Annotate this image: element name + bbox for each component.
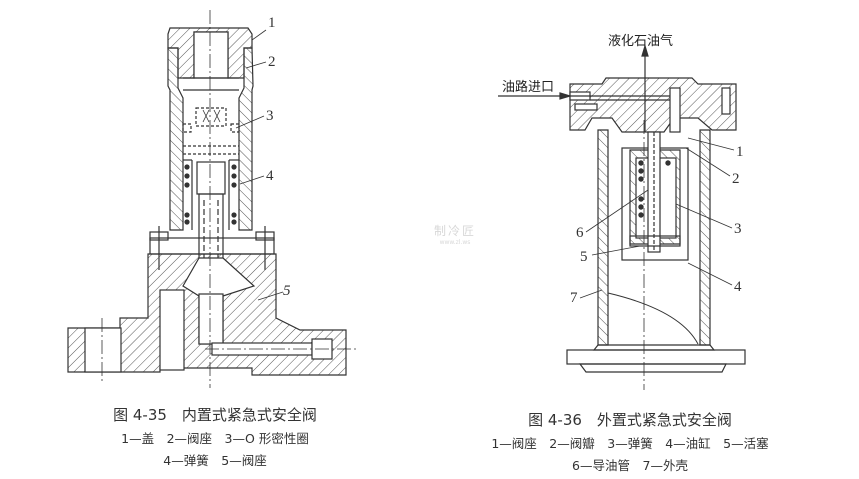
part-label-2: 2 [268,54,276,70]
outer-shell [597,129,609,346]
watermark-url: www.zl.ws [439,239,471,246]
spring [638,160,671,218]
piston [629,235,681,247]
spring [184,164,237,225]
figure-caption-left: 图 4-35 内置式紧急式安全阀 1—盖 2—阀座 3—O 形密性圈 4—弹簧 … [60,404,370,469]
part-label-5: 5 [580,249,588,265]
legend-line: 4—弹簧 5—阀座 [163,453,267,468]
internal-safety-valve-drawing [67,10,356,388]
figure-caption-right: 图 4-36 外置式紧急式安全阀 1—阀座 2—阀瓣 3—弹簧 4—油缸 5—活… [430,409,830,474]
base-flange [566,349,746,365]
part-label-4: 4 [734,279,742,295]
watermark: 制冷匠 www.zl.ws [434,222,476,246]
part-label-1: 1 [736,144,744,160]
watermark-logo-text: 制冷匠 [434,224,477,238]
part-label-7: 7 [570,290,578,306]
part-label-5: 5 [283,283,291,299]
part-label-6: 6 [576,225,584,241]
part-label-3: 3 [734,221,742,237]
o-ring-seal [182,107,240,155]
inlet-label: 油路进口 [502,80,555,95]
part-label-3: 3 [266,108,274,124]
legend-line: 1—盖 2—阀座 3—O 形密性圈 [121,431,309,446]
valve-head-block [569,77,737,133]
valve-seat-tube [167,47,184,231]
legend-line: 1—阀座 2—阀瓣 3—弹簧 4—油缸 5—活塞 [491,436,769,451]
figure-4-36: 液化石油气 油路进口 1 2 3 4 5 6 7 图 4-36 外置式紧急式安全… [430,0,859,479]
legend-line: 6—导油管 7—外壳 [572,458,688,473]
figure-4-35: 1 2 3 4 5 图 4-35 内置式紧急式安全阀 1—盖 2—阀座 3—O … [60,10,370,469]
outlet-label: 液化石油气 [608,34,674,49]
part-label-2: 2 [732,171,740,187]
external-safety-valve-drawing [498,43,746,390]
figure-title: 图 4-35 内置式紧急式安全阀 [113,406,317,424]
figure-title: 图 4-36 外置式紧急式安全阀 [528,411,732,429]
part-label-4: 4 [266,168,274,184]
part-label-1: 1 [268,15,276,31]
